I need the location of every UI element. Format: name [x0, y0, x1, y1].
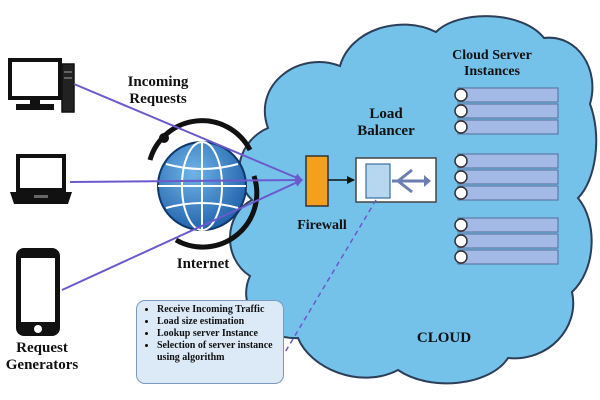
note-connector	[283, 199, 377, 355]
server-instance-icon	[457, 233, 559, 249]
server-instance-icon	[457, 87, 559, 103]
server-status-dot	[454, 234, 468, 248]
request-generators-label: Request Generators	[5, 340, 79, 374]
request-arrows	[61, 83, 303, 291]
firewall-label: Firewall	[297, 218, 347, 233]
load-balancer-notes: Receive Incoming Traffic Load size estim…	[136, 300, 284, 384]
laptop-icon	[10, 154, 72, 204]
note-item: Lookup server Instance	[157, 328, 279, 340]
server-status-dot	[454, 186, 468, 200]
server-status-dot	[454, 218, 468, 232]
firewall-icon	[305, 155, 329, 207]
server-status-dot	[454, 104, 468, 118]
server-instance-icon	[457, 217, 559, 233]
server-instance-icon	[457, 153, 559, 169]
server-instance-icon	[457, 249, 559, 265]
incoming-requests-label: Incoming Requests	[127, 74, 189, 108]
load-balancer-icon	[355, 157, 437, 203]
server-instance-icon	[457, 169, 559, 185]
internet-label: Internet	[176, 256, 230, 272]
cloud-server-instances-label: Cloud Server Instances	[452, 48, 532, 80]
cloud-label: CLOUD	[416, 330, 472, 346]
desktop-icon	[8, 58, 75, 113]
server-status-dot	[454, 88, 468, 102]
note-item: Receive Incoming Traffic	[157, 304, 279, 316]
note-item: Selection of server instance using algor…	[157, 340, 279, 364]
note-item: Load size estimation	[157, 316, 279, 328]
server-instances	[454, 87, 559, 265]
smartphone-icon	[16, 248, 60, 336]
server-status-dot	[454, 154, 468, 168]
load-balancer-label: Load Balancer	[357, 106, 415, 140]
server-instance-icon	[457, 103, 559, 119]
server-instance-icon	[457, 185, 559, 201]
server-instance-icon	[457, 119, 559, 135]
server-status-dot	[454, 120, 468, 134]
notes-list: Receive Incoming Traffic Load size estim…	[145, 304, 279, 364]
server-status-dot	[454, 250, 468, 264]
globe-icon	[147, 118, 260, 250]
server-status-dot	[454, 170, 468, 184]
